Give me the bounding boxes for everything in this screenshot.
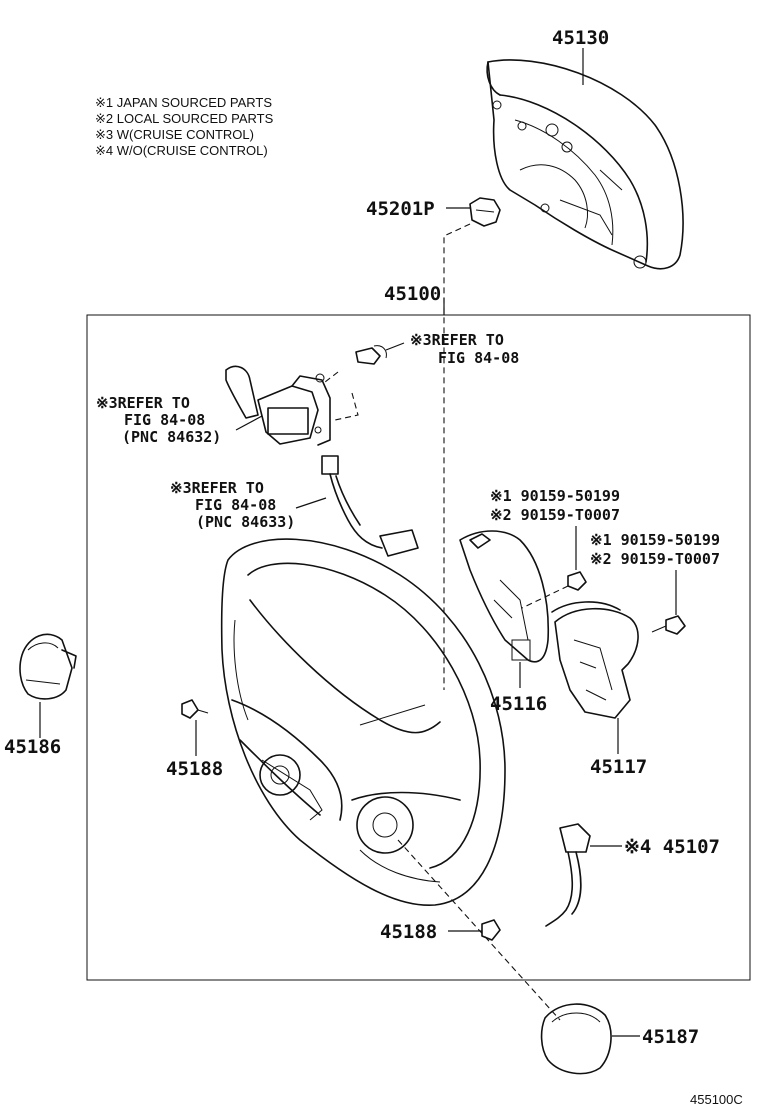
callout-45201p: 45201P <box>366 198 435 220</box>
cruise-switch-drawing <box>225 365 331 446</box>
screw-b-line1: ※1 90159-50199 <box>590 531 720 549</box>
callout-45186: 45186 <box>4 736 61 758</box>
screw-b-drawing <box>651 615 686 635</box>
left-cover-drawing <box>19 633 77 700</box>
note-without-cruise: ※4 W/O(CRUISE CONTROL) <box>95 143 268 158</box>
screw-a-drawing <box>567 571 587 591</box>
refer-switch-line3: (PNC 84632) <box>122 428 221 446</box>
screw-b-line2: ※2 90159-T0007 <box>590 550 720 568</box>
callout-45130: 45130 <box>552 27 609 49</box>
callout-45116: 45116 <box>490 693 547 715</box>
switch-wire-drawing <box>321 455 419 557</box>
refer-top-line2: FIG 84-08 <box>438 349 519 367</box>
left-bolt-drawing <box>181 699 209 719</box>
cruise-bolt-drawing <box>355 345 387 365</box>
refer-wire-line1: ※3REFER TO <box>170 479 264 497</box>
screw-a-line2: ※2 90159-T0007 <box>490 506 620 524</box>
note-with-cruise: ※3 W(CRUISE CONTROL) <box>95 127 254 142</box>
airbag-pad-drawing <box>486 59 684 270</box>
callout-45107: ※4 45107 <box>624 836 720 858</box>
center-cap-drawing <box>540 1003 612 1075</box>
pad-screw-drawing <box>469 197 501 227</box>
refer-wire-line2: FIG 84-08 <box>195 496 276 514</box>
notes-block: ※1 JAPAN SOURCED PARTS ※2 LOCAL SOURCED … <box>95 95 274 158</box>
callout-45188-bottom: 45188 <box>380 921 437 943</box>
callout-45117: 45117 <box>590 756 647 778</box>
refer-wire-line3: (PNC 84633) <box>196 513 295 531</box>
assembly-frame <box>86 314 751 981</box>
callout-45187: 45187 <box>642 1026 699 1048</box>
right-cover-drawing <box>551 601 639 719</box>
callout-45100: 45100 <box>384 283 441 305</box>
steering-wheel-drawing <box>220 538 506 906</box>
wire-without-cruise-drawing <box>545 823 591 927</box>
refer-switch-line2: FIG 84-08 <box>124 411 205 429</box>
callout-45188-left: 45188 <box>166 758 223 780</box>
note-local-sourced: ※2 LOCAL SOURCED PARTS <box>95 111 274 126</box>
screw-a-line1: ※1 90159-50199 <box>490 487 620 505</box>
drawing-code: 455100C <box>690 1092 743 1107</box>
bottom-bolt-drawing <box>481 919 501 941</box>
refer-switch-line1: ※3REFER TO <box>96 394 190 412</box>
lower-cover-drawing <box>459 530 550 663</box>
refer-top-line1: ※3REFER TO <box>410 331 504 349</box>
note-japan-sourced: ※1 JAPAN SOURCED PARTS <box>95 95 272 110</box>
